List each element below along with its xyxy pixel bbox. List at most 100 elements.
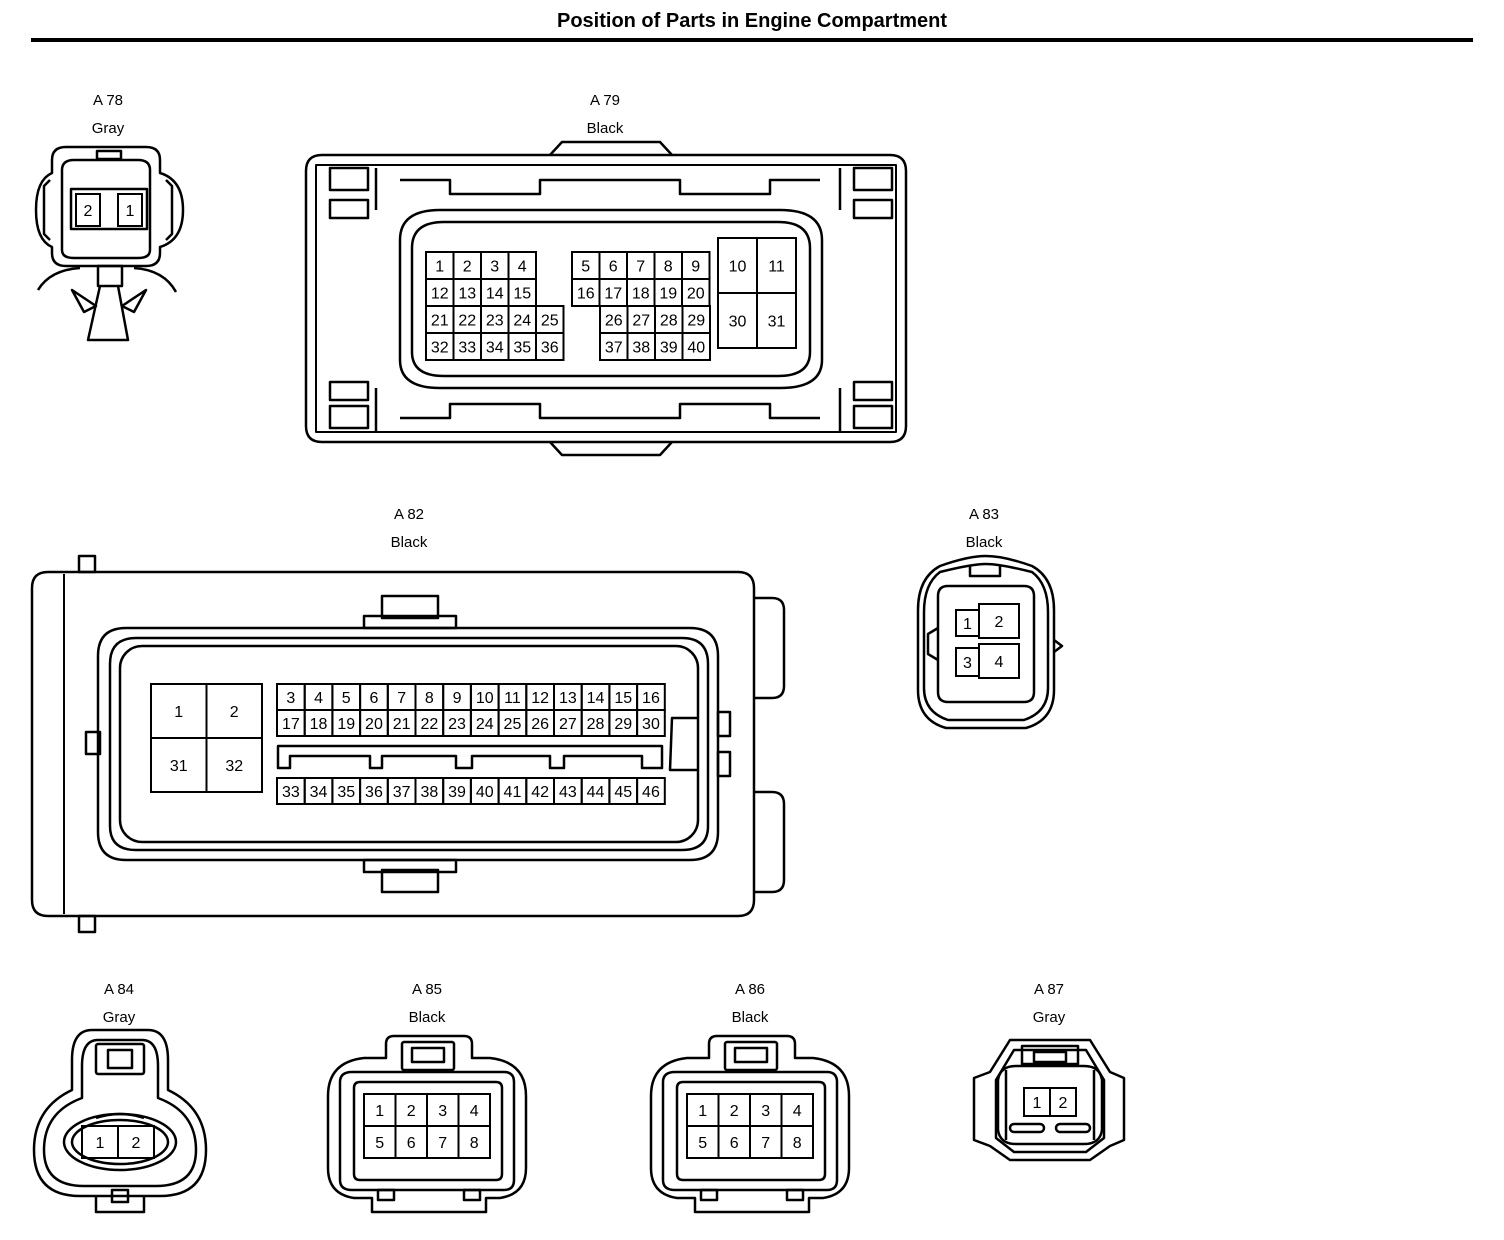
pin-number: 1 [126,203,135,220]
pin-number: 15 [513,286,531,303]
pin-number: 6 [609,259,618,276]
pin-number: 37 [605,340,623,357]
pin-number: 1 [174,704,183,721]
connector-a84-color: Gray [102,1009,136,1026]
pin-number: 3 [286,690,295,707]
pin-cell [117,1125,155,1159]
pin-number: 19 [659,286,677,303]
pin-cell [75,193,101,227]
pin-number: 45 [614,784,632,801]
pin-cell [636,777,666,805]
connector-a87-color: Gray [1032,1009,1066,1026]
pin-number: 1 [375,1103,384,1120]
pin-number: 20 [365,716,383,733]
pin-number: 3 [490,259,499,276]
title-rule [31,38,1473,42]
pin-number: 18 [632,286,650,303]
connector-a85-housing [326,1034,528,1214]
pin-number: 1 [1033,1095,1042,1112]
pin-number: 2 [407,1103,416,1120]
connector-a87-housing [972,1038,1126,1162]
pin-number: 31 [170,758,188,775]
pin-cell [681,332,711,361]
pin-number: 5 [375,1135,384,1152]
pin-number: 2 [463,259,472,276]
pin-number: 30 [729,314,747,331]
pin-number: 16 [577,286,595,303]
pin-number: 6 [730,1135,739,1152]
pin-number: 21 [393,716,411,733]
pin-number: 29 [614,716,632,733]
pin-number: 32 [431,340,449,357]
pin-number: 34 [310,784,328,801]
pin-number: 24 [513,313,531,330]
pin-number: 5 [581,259,590,276]
pin-number: 2 [1059,1095,1068,1112]
pin-number: 38 [632,340,650,357]
pin-number: 4 [995,654,1004,671]
pin-number: 2 [230,704,239,721]
pin-number: 7 [761,1135,770,1152]
connector-a79-housing [304,140,908,457]
connector-a87-code: A 87 [1033,981,1065,998]
pin-number: 22 [420,716,438,733]
connector-a84-housing [32,1028,208,1214]
connector-a86-color: Black [731,1009,769,1026]
pin-number: 39 [660,340,678,357]
connector-a78-code: A 78 [92,92,124,109]
pin-number: 12 [531,690,549,707]
pin-number: 43 [559,784,577,801]
pin-number: 4 [470,1103,479,1120]
pin-number: 37 [393,784,411,801]
connector-a82-housing [30,554,786,934]
pin-cell [756,292,797,349]
pin-number: 4 [793,1103,802,1120]
pin-number: 31 [768,314,786,331]
pin-number: 8 [664,259,673,276]
connector-a84-code: A 84 [103,981,135,998]
connector-a83-housing [916,554,1064,730]
pin-number: 6 [369,690,378,707]
pin-number: 42 [531,784,549,801]
pin-number: 38 [420,784,438,801]
pin-number: 17 [604,286,622,303]
pin-number: 46 [642,784,660,801]
pin-number: 13 [458,286,476,303]
pin-number: 6 [407,1135,416,1152]
pin-number: 16 [642,690,660,707]
pin-number: 1 [963,616,972,633]
pin-cell [535,332,565,361]
pin-number: 10 [729,259,747,276]
pin-number: 3 [963,655,972,672]
connector-a82-color: Black [390,534,428,551]
pin-number: 35 [337,784,355,801]
pin-cell [978,603,1020,639]
connector-a86-code: A 86 [734,981,766,998]
pin-cell [117,193,143,227]
pin-number: 13 [559,690,577,707]
pin-number: 44 [587,784,605,801]
pin-number: 1 [435,259,444,276]
pin-number: 28 [587,716,605,733]
pin-number: 18 [310,716,328,733]
pin-number: 33 [458,340,476,357]
pin-number: 39 [448,784,466,801]
pin-number: 9 [453,690,462,707]
pin-number: 17 [282,716,300,733]
pin-number: 8 [793,1135,802,1152]
pin-number: 1 [698,1103,707,1120]
pin-number: 14 [486,286,504,303]
connector-a82-code: A 82 [393,506,425,523]
connector-a85-color: Black [408,1009,446,1026]
pin-cell [780,1125,814,1159]
pin-number: 34 [486,340,504,357]
pin-number: 4 [518,259,527,276]
pin-number: 26 [605,313,623,330]
pin-cell [205,737,263,793]
pin-number: 20 [687,286,705,303]
